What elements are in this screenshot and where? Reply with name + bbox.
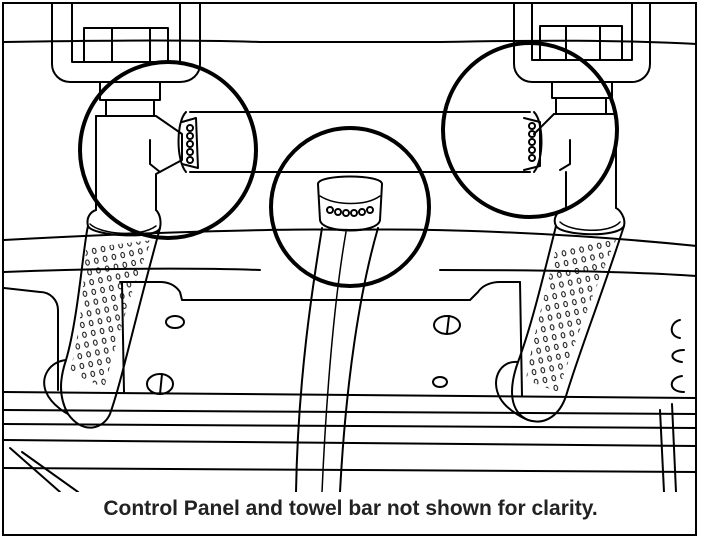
screw-head-left — [165, 315, 185, 329]
screw-head-lower-right — [432, 376, 448, 388]
screw-head-right — [433, 315, 461, 335]
screw-head-lower-left — [146, 373, 174, 395]
side-brackets-right — [659, 319, 685, 492]
right-compression-nut — [523, 117, 541, 171]
left-hose-sleeve — [43, 209, 162, 429]
cabinet-outline — [4, 39, 697, 492]
left-compression-nut — [181, 117, 199, 169]
left-connection-callout — [78, 60, 258, 240]
left-valve-fitting — [51, 4, 201, 117]
mounting-plate — [4, 281, 523, 397]
center-hose-callout — [269, 126, 431, 288]
right-hose-sleeve — [495, 207, 626, 423]
center-drain-hose — [295, 175, 383, 492]
figure-caption: Control Panel and towel bar not shown fo… — [103, 497, 598, 520]
right-connection-callout — [441, 41, 619, 219]
